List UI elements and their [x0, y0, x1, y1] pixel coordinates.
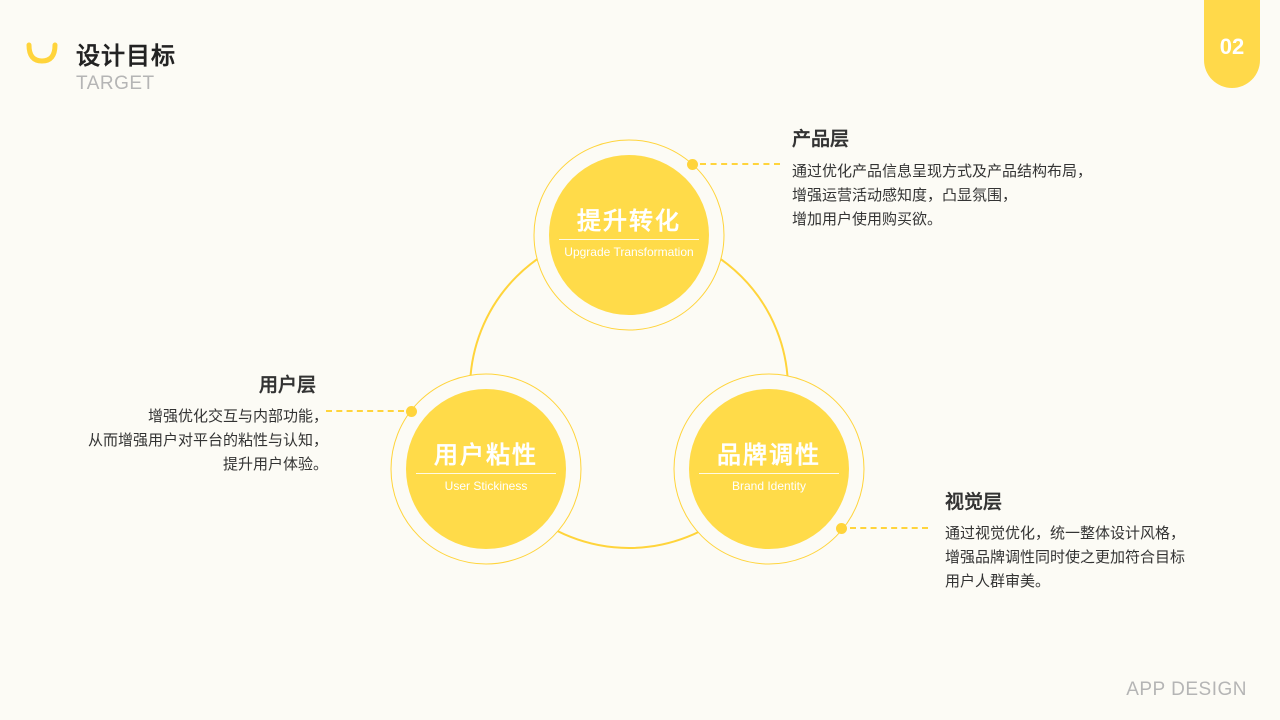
node-divider	[559, 239, 699, 240]
node-subtitle: Brand Identity	[731, 479, 807, 493]
node-divider	[699, 473, 839, 474]
node-divider	[416, 473, 556, 474]
footer-label: APP DESIGN	[1126, 679, 1247, 700]
node-subtitle: User Stickiness	[444, 479, 528, 493]
node-title: 用户粘性	[434, 441, 538, 469]
connector-line-user	[326, 410, 404, 412]
node-brand-identity: 品牌调性 Brand Identity	[689, 389, 849, 549]
connector-dot-user	[406, 406, 417, 417]
smile-logo-icon	[26, 42, 58, 64]
node-upgrade-transformation: 提升转化 Upgrade Transformation	[549, 155, 709, 315]
visual-layer-text: 通过视觉优化，统一整体设计风格， 增强品牌调性同时使之更加符合目标 用户人群审美…	[945, 524, 1186, 590]
product-layer-text: 通过优化产品信息呈现方式及产品结构布局， 增强运营活动感知度，凸显氛围， 增加用…	[792, 162, 1093, 228]
node-subtitle: Upgrade Transformation	[564, 245, 694, 259]
page-number: 02	[1219, 34, 1245, 59]
visual-layer-title: 视觉层	[945, 491, 1003, 513]
product-layer-title: 产品层	[792, 128, 850, 150]
user-layer-title: 用户层	[258, 374, 316, 396]
connector-dot-visual	[836, 523, 847, 534]
node-user-stickiness: 用户粘性 User Stickiness	[406, 389, 566, 549]
connector-line-visual	[850, 527, 928, 529]
node-title: 品牌调性	[717, 441, 821, 469]
page-number-tab: 02	[1204, 0, 1260, 88]
node-title: 提升转化	[577, 207, 681, 235]
user-layer-text: 增强优化交互与内部功能， 从而增强用户对平台的粘性与认知， 提升用户体验。	[87, 407, 328, 473]
page-title: 设计目标	[76, 42, 176, 70]
connector-dot-product	[687, 159, 698, 170]
page-subtitle: TARGET	[76, 73, 155, 94]
connector-line-product	[700, 163, 780, 165]
